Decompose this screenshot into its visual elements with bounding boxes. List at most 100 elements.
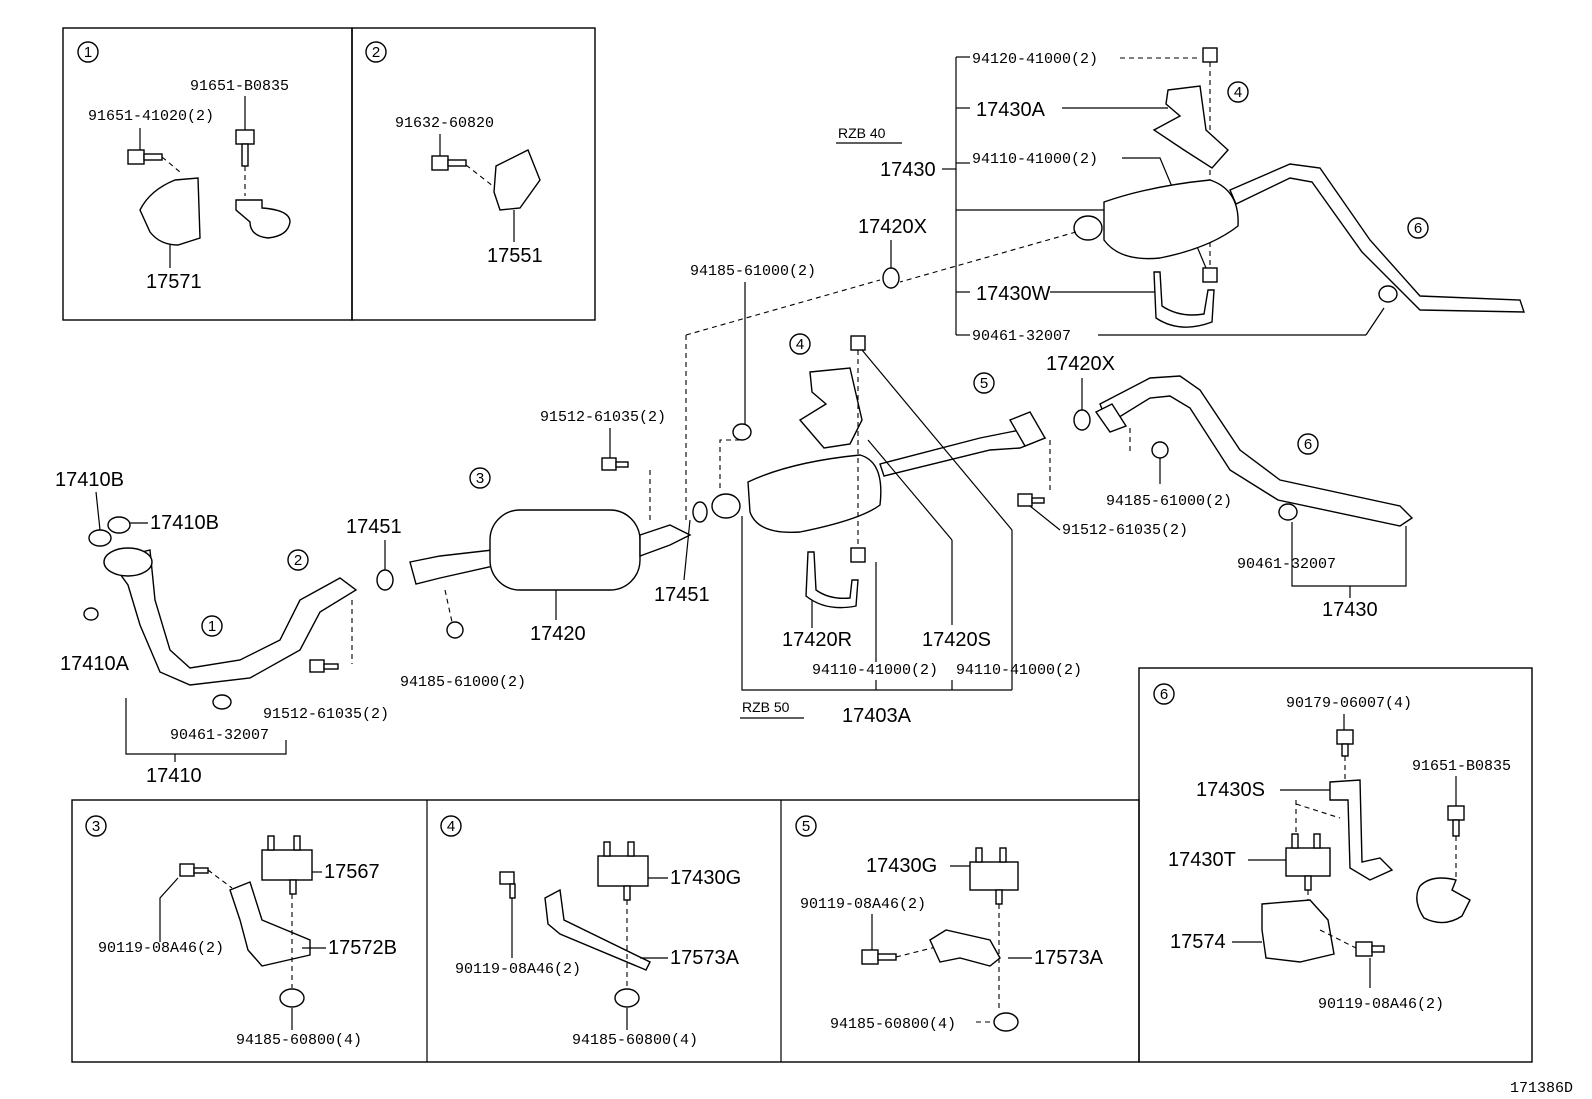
part-label: 17420	[530, 623, 586, 645]
leader-line	[867, 439, 953, 541]
u-bolt-icon	[1153, 271, 1215, 328]
part-label: 94185-60800(4)	[830, 1016, 956, 1033]
pipe-flange-icon	[1008, 411, 1047, 447]
panel-4-number-circle	[440, 815, 462, 837]
part-label: 94185-60800(4)	[236, 1032, 362, 1049]
ref-circle-label: 4	[1234, 84, 1242, 101]
bracket-icon	[929, 929, 1001, 967]
ref-circle-label: 4	[796, 336, 804, 353]
leader-line	[161, 156, 181, 173]
part-label: 90119-08A46(2)	[455, 961, 581, 978]
part-label: 17451	[346, 516, 402, 538]
panel-4-number: 4	[447, 818, 455, 835]
leader-line	[159, 877, 179, 942]
bolt-icon	[309, 659, 339, 673]
part-label: 90119-08A46(2)	[98, 940, 224, 957]
ref-circle-2	[287, 549, 309, 571]
catalytic-converter-pipe	[639, 524, 692, 558]
part-label: 17430T	[1168, 849, 1236, 871]
part-label: 17573A	[670, 947, 740, 969]
nut-icon	[993, 1012, 1019, 1032]
leader-line	[861, 349, 1013, 531]
part-label: 17430S	[1196, 779, 1265, 801]
part-label: 17571	[146, 271, 202, 293]
hanger-bracket-icon	[798, 367, 863, 449]
tail-pipe	[1099, 375, 1414, 527]
part-label: 17551	[487, 245, 543, 267]
ref-circle-label: 6	[1414, 220, 1422, 237]
part-label: 17430	[1322, 599, 1378, 621]
bolt-icon	[1355, 941, 1385, 957]
part-label: 17430W	[976, 283, 1051, 305]
part-label: 91512-61035(2)	[540, 409, 666, 426]
part-label: 17410B	[150, 512, 219, 534]
leader-line	[125, 698, 287, 755]
part-label: 17403A	[842, 705, 912, 727]
ref-circle-6	[1407, 217, 1429, 239]
bolt-icon	[179, 863, 209, 877]
panel-1-box	[62, 27, 353, 321]
part-label: RZB 40	[838, 125, 886, 141]
nut-icon	[1151, 441, 1169, 459]
bracket-icon	[229, 881, 311, 967]
nut-icon	[850, 335, 866, 351]
panel-6-number: 6	[1160, 686, 1168, 703]
part-label: 90119-08A46(2)	[1318, 996, 1444, 1013]
ref-circle-label: 3	[476, 470, 484, 487]
nut-icon	[850, 547, 866, 563]
part-label: 17410A	[60, 653, 130, 675]
part-label: 17410	[146, 765, 202, 787]
part-label: 90179-06007(4)	[1286, 695, 1412, 712]
gasket-icon	[107, 516, 131, 534]
bolt-icon	[431, 155, 467, 171]
muffler-body	[1103, 179, 1239, 260]
bracket-icon	[544, 888, 651, 971]
bolt-icon	[1447, 805, 1465, 837]
panel-3-number: 3	[92, 818, 100, 835]
panel-2-number-circle	[365, 41, 387, 63]
part-label: 94110-41000(2)	[956, 662, 1082, 679]
bolt-icon	[235, 129, 255, 167]
leader-line	[95, 491, 101, 531]
part-label: RZB 50	[742, 699, 790, 715]
gasket-icon	[711, 493, 741, 519]
u-bolt-icon	[805, 551, 859, 609]
heat-shield-icon	[493, 149, 541, 211]
leader-line	[1029, 505, 1061, 531]
bolt-icon	[127, 149, 163, 165]
part-label: 17430G	[670, 867, 741, 889]
front-exhaust-pipe	[108, 549, 358, 686]
clamp-icon	[212, 694, 232, 710]
clamp-icon	[1278, 503, 1298, 521]
panel-1-number-circle	[77, 41, 99, 63]
leader-line	[1291, 522, 1407, 587]
leader-line	[444, 589, 453, 623]
panel-2-box	[351, 27, 596, 321]
nut-icon	[614, 988, 640, 1008]
leader-line	[1319, 929, 1357, 949]
panel-3-number-circle	[85, 815, 107, 837]
part-label: 17420X	[1046, 353, 1115, 375]
gasket-icon	[83, 607, 99, 621]
leader-line	[895, 945, 941, 958]
bolt-icon	[1336, 729, 1354, 757]
part-label: 94120-41000(2)	[972, 51, 1098, 68]
ref-circle-label: 5	[980, 375, 988, 392]
ref-circle-label: 2	[294, 552, 302, 569]
muffler-body	[747, 454, 882, 534]
part-label: 94185-60800(4)	[572, 1032, 698, 1049]
leader-line	[741, 516, 1012, 691]
leader-line	[1365, 307, 1385, 336]
clamp-icon	[235, 199, 291, 239]
gasket-icon	[88, 529, 112, 547]
part-label: 17451	[654, 584, 710, 606]
part-label: 91651-B0835	[190, 78, 289, 95]
bracket-icon	[1261, 899, 1335, 963]
heat-shield-icon	[139, 177, 201, 246]
part-label: 17420S	[922, 629, 991, 651]
part-label: 91512-61035(2)	[1062, 522, 1188, 539]
panel-6-box	[1138, 667, 1533, 1063]
clamp-icon	[1416, 877, 1471, 924]
pipe-flange-icon	[1094, 403, 1128, 433]
